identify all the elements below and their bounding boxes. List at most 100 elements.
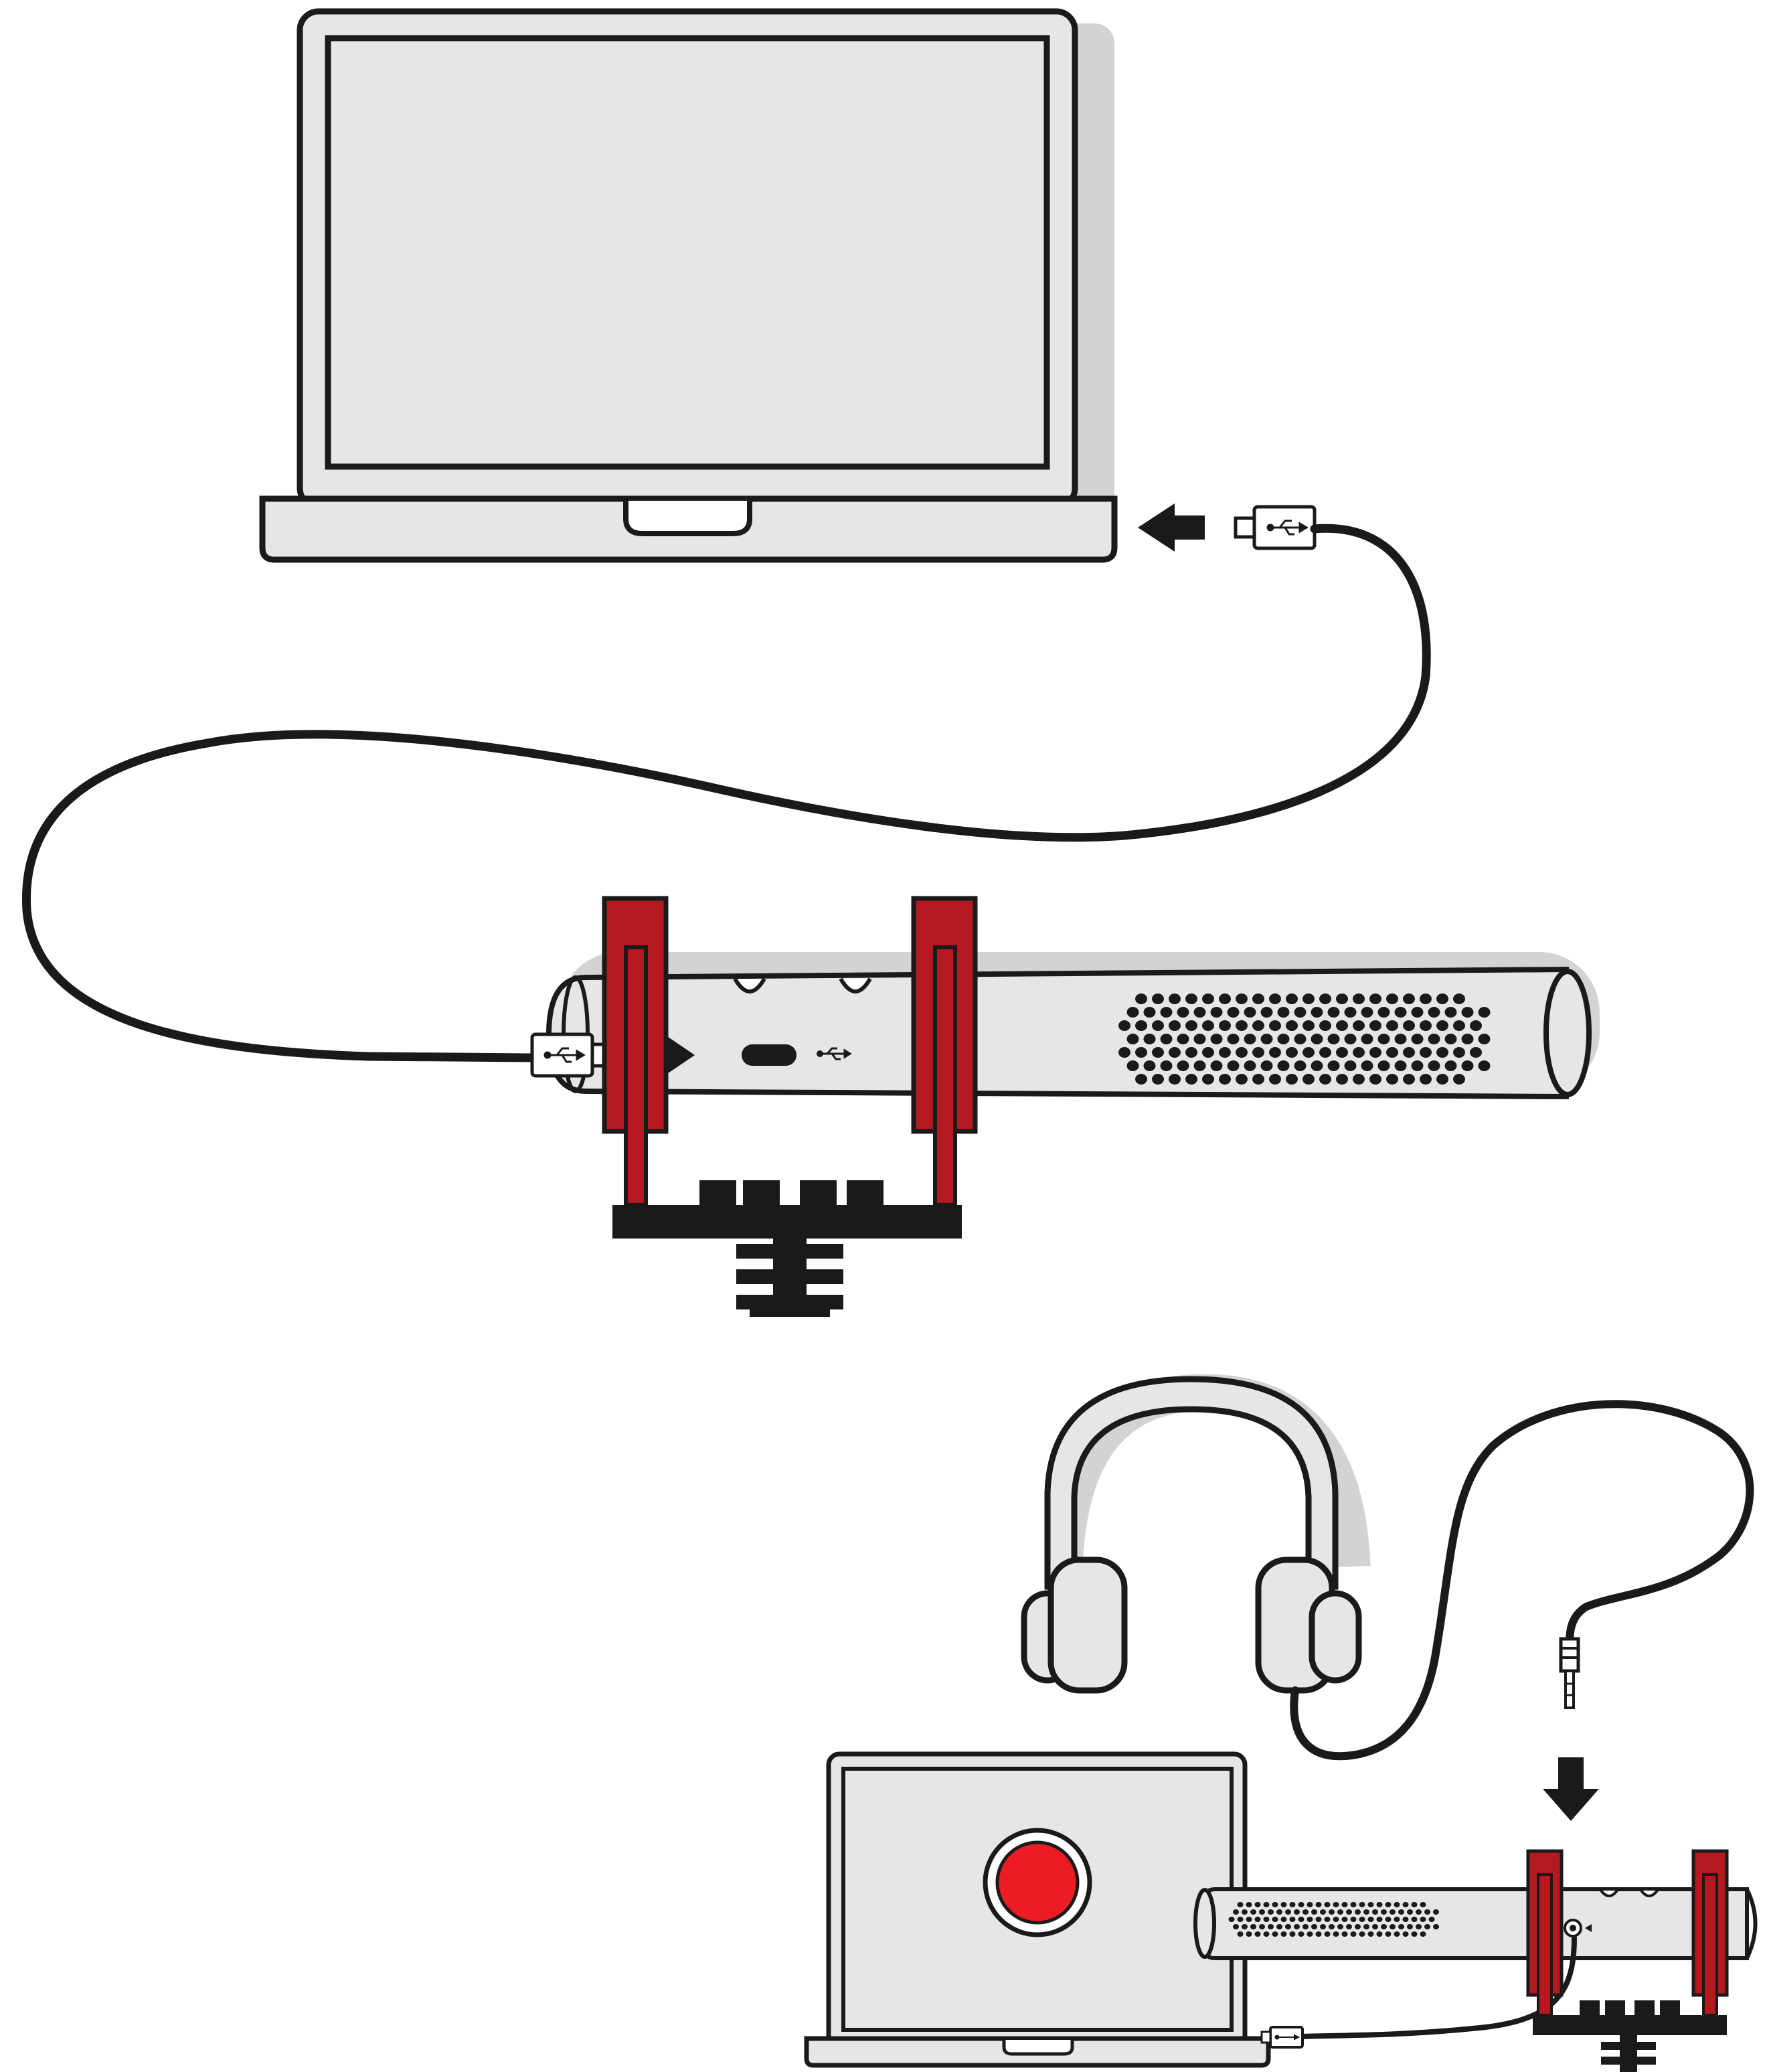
- grille-hole: [1470, 1020, 1482, 1031]
- grille-hole: [1385, 1902, 1392, 1907]
- grille-hole: [1260, 1007, 1273, 1018]
- grille-hole: [1202, 993, 1214, 1004]
- grille-hole: [1143, 1060, 1156, 1071]
- usb-icon: [1274, 2034, 1300, 2041]
- grille-hole: [1369, 1074, 1381, 1085]
- grille-hole: [1135, 1020, 1147, 1031]
- grille-hole: [1169, 1074, 1181, 1085]
- usb-icon: [817, 1047, 852, 1060]
- grille-hole: [1246, 1902, 1252, 1907]
- mic-dimple: [839, 977, 872, 993]
- grille-hole: [1428, 1060, 1440, 1071]
- grille-hole: [1329, 1924, 1335, 1929]
- mount-base-bar: [612, 1205, 962, 1239]
- grille-hole: [1372, 1909, 1378, 1915]
- grille-hole: [1160, 1060, 1173, 1071]
- grille-hole: [1444, 1034, 1457, 1044]
- grille-hole: [1260, 1034, 1273, 1044]
- grille-hole: [1377, 1034, 1390, 1044]
- grille-hole: [1152, 1020, 1164, 1031]
- grille-hole: [1259, 1909, 1265, 1915]
- grille-hole: [1346, 1924, 1352, 1929]
- grille-hole: [1411, 1917, 1418, 1922]
- grille-hole: [1420, 993, 1432, 1004]
- grille-hole: [1219, 1074, 1231, 1085]
- usb-plug-small: [1260, 2026, 1304, 2049]
- grille-hole: [1433, 1924, 1439, 1929]
- plug-in-arrow-left: [1138, 503, 1205, 552]
- grille-hole: [1202, 1020, 1214, 1031]
- grille-hole: [1302, 1074, 1315, 1085]
- grille-hole: [1350, 1902, 1357, 1907]
- grille-hole: [1311, 1909, 1317, 1915]
- grille-hole: [1289, 1917, 1296, 1922]
- grille-hole: [1341, 1917, 1348, 1922]
- mic-small-body: [1195, 1887, 1749, 1960]
- grille-hole: [1411, 1034, 1424, 1044]
- grille-hole: [1359, 1917, 1365, 1922]
- grille-hole: [1276, 1924, 1282, 1929]
- grille-hole: [1350, 1917, 1357, 1922]
- grille-hole: [1254, 1917, 1261, 1922]
- usb-cable: [21, 524, 1431, 1062]
- grille-hole: [1286, 1020, 1298, 1031]
- grille-hole: [1333, 1917, 1339, 1922]
- grille-hole: [1324, 1902, 1331, 1907]
- grille-hole: [1254, 1931, 1261, 1937]
- grille-hole: [1361, 1034, 1373, 1044]
- grille-hole: [1143, 1034, 1156, 1044]
- shock-mount-small: [1526, 1849, 1729, 2072]
- grille-hole: [1259, 1924, 1265, 1929]
- grille-hole: [1478, 1060, 1491, 1071]
- usb-icon: [1266, 520, 1309, 536]
- cold-shoe-small-plate: [1601, 2042, 1656, 2050]
- usb-icon: [543, 1047, 586, 1063]
- grille-hole: [1411, 1060, 1424, 1071]
- grille-hole: [1126, 1060, 1139, 1071]
- grille-hole: [1294, 1034, 1307, 1044]
- grille-hole: [1453, 993, 1465, 1004]
- grille-hole: [1286, 1074, 1298, 1085]
- grille-hole: [1319, 1074, 1331, 1085]
- grille-hole: [1394, 1034, 1407, 1044]
- grille-hole: [1311, 1924, 1317, 1929]
- grille-hole: [1436, 993, 1448, 1004]
- grille-hole: [1285, 1924, 1291, 1929]
- grille-hole: [1252, 993, 1264, 1004]
- grille-hole: [1376, 1917, 1383, 1922]
- grille-hole: [1319, 993, 1331, 1004]
- grille-hole: [1135, 1047, 1147, 1058]
- headband: [1044, 1376, 1339, 1590]
- grille-hole: [1237, 1917, 1244, 1922]
- mic-usb-port: [742, 1044, 796, 1066]
- grille-hole: [1346, 1909, 1352, 1915]
- mount-knob: [699, 1180, 736, 1207]
- grille-hole: [1118, 1020, 1130, 1031]
- grille-hole: [1269, 1074, 1281, 1085]
- grille-hole: [1250, 1909, 1256, 1915]
- grille-hole: [1210, 1007, 1223, 1018]
- grille-hole: [1294, 1007, 1307, 1018]
- cold-shoe-plate: [736, 1244, 843, 1259]
- grille-hole: [1246, 1917, 1252, 1922]
- ear-cup-left: [1047, 1557, 1128, 1694]
- grille-hole: [1227, 1060, 1240, 1071]
- grille-hole: [1320, 1924, 1326, 1929]
- grille-hole: [1272, 1917, 1278, 1922]
- grille-hole: [1233, 1924, 1239, 1929]
- mount-arm-right-inner: [933, 945, 957, 1207]
- grille-hole: [1152, 1047, 1164, 1058]
- grille-hole: [1285, 1909, 1291, 1915]
- grille-hole: [1298, 1931, 1305, 1937]
- mount-small-knob: [1580, 2000, 1600, 2016]
- shock-mount: [602, 896, 978, 1317]
- grille-hole: [1236, 993, 1248, 1004]
- grille-hole: [1444, 1007, 1457, 1018]
- grille-hole: [1398, 1924, 1404, 1929]
- mount-knob: [847, 1180, 884, 1207]
- grille-hole: [1411, 1931, 1418, 1937]
- grille-hole: [1236, 1047, 1248, 1058]
- grille-hole: [1269, 993, 1281, 1004]
- grille-hole: [1377, 1060, 1390, 1071]
